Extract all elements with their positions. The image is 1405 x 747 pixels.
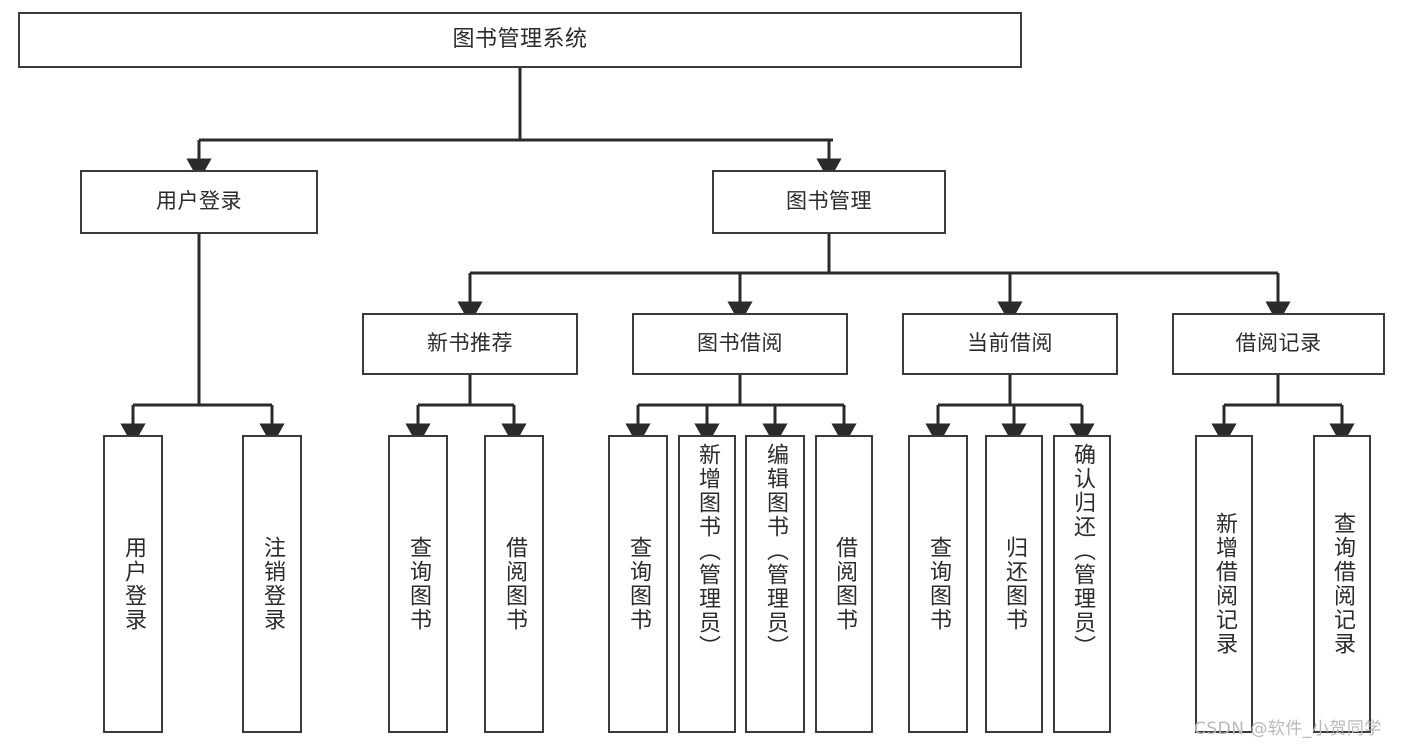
node-book-manage-label: 图书管理 bbox=[786, 189, 872, 214]
node-user-login-label: 用户登录 bbox=[156, 189, 242, 214]
leaf-return-book[interactable]: 归还图书 bbox=[985, 435, 1043, 733]
node-root[interactable]: 图书管理系统 bbox=[18, 12, 1022, 68]
leaf-return-book-label: 归还图书 bbox=[1001, 536, 1027, 632]
leaf-query-book-2[interactable]: 查询图书 bbox=[608, 435, 668, 733]
leaf-query-book-3[interactable]: 查询图书 bbox=[908, 435, 968, 733]
leaf-logout-label: 注销登录 bbox=[259, 536, 285, 632]
node-user-login[interactable]: 用户登录 bbox=[80, 170, 318, 234]
node-new-book-recommend[interactable]: 新书推荐 bbox=[362, 313, 578, 375]
leaf-confirm-return-label: 确认归还（管理员） bbox=[1069, 443, 1095, 659]
node-current-borrow[interactable]: 当前借阅 bbox=[902, 313, 1118, 375]
leaf-add-borrow-record[interactable]: 新增借阅记录 bbox=[1195, 435, 1253, 733]
leaf-query-borrow-record[interactable]: 查询借阅记录 bbox=[1313, 435, 1371, 733]
node-borrow-record-label: 借阅记录 bbox=[1235, 331, 1322, 356]
leaf-borrow-book-2-label: 借阅图书 bbox=[831, 536, 857, 632]
leaf-logout[interactable]: 注销登录 bbox=[242, 435, 302, 733]
leaf-confirm-return[interactable]: 确认归还（管理员） bbox=[1053, 435, 1111, 733]
leaf-borrow-book-1-label: 借阅图书 bbox=[501, 536, 527, 632]
leaf-query-book-1-label: 查询图书 bbox=[405, 536, 431, 632]
node-book-borrow-label: 图书借阅 bbox=[697, 331, 783, 356]
node-current-borrow-label: 当前借阅 bbox=[967, 331, 1053, 356]
leaf-user-login[interactable]: 用户登录 bbox=[103, 435, 163, 733]
node-borrow-record[interactable]: 借阅记录 bbox=[1172, 313, 1385, 375]
node-book-borrow[interactable]: 图书借阅 bbox=[632, 313, 848, 375]
watermark: CSDN @软件_小贺同学 bbox=[1194, 719, 1382, 739]
node-book-manage[interactable]: 图书管理 bbox=[712, 170, 946, 234]
leaf-borrow-book-1[interactable]: 借阅图书 bbox=[484, 435, 544, 733]
node-new-book-recommend-label: 新书推荐 bbox=[427, 331, 513, 356]
leaf-query-book-2-label: 查询图书 bbox=[625, 536, 651, 632]
leaf-add-book-label: 新增图书（管理员） bbox=[694, 443, 720, 659]
leaf-add-book[interactable]: 新增图书（管理员） bbox=[678, 435, 736, 733]
leaf-add-borrow-record-label: 新增借阅记录 bbox=[1211, 512, 1237, 656]
leaf-query-book-3-label: 查询图书 bbox=[925, 536, 951, 632]
node-root-label: 图书管理系统 bbox=[452, 26, 588, 52]
leaf-query-book-1[interactable]: 查询图书 bbox=[388, 435, 448, 733]
leaf-user-login-label: 用户登录 bbox=[120, 536, 146, 632]
leaf-borrow-book-2[interactable]: 借阅图书 bbox=[815, 435, 873, 733]
leaf-query-borrow-record-label: 查询借阅记录 bbox=[1329, 512, 1355, 656]
leaf-edit-book-label: 编辑图书（管理员） bbox=[762, 443, 788, 659]
leaf-edit-book[interactable]: 编辑图书（管理员） bbox=[745, 435, 805, 733]
